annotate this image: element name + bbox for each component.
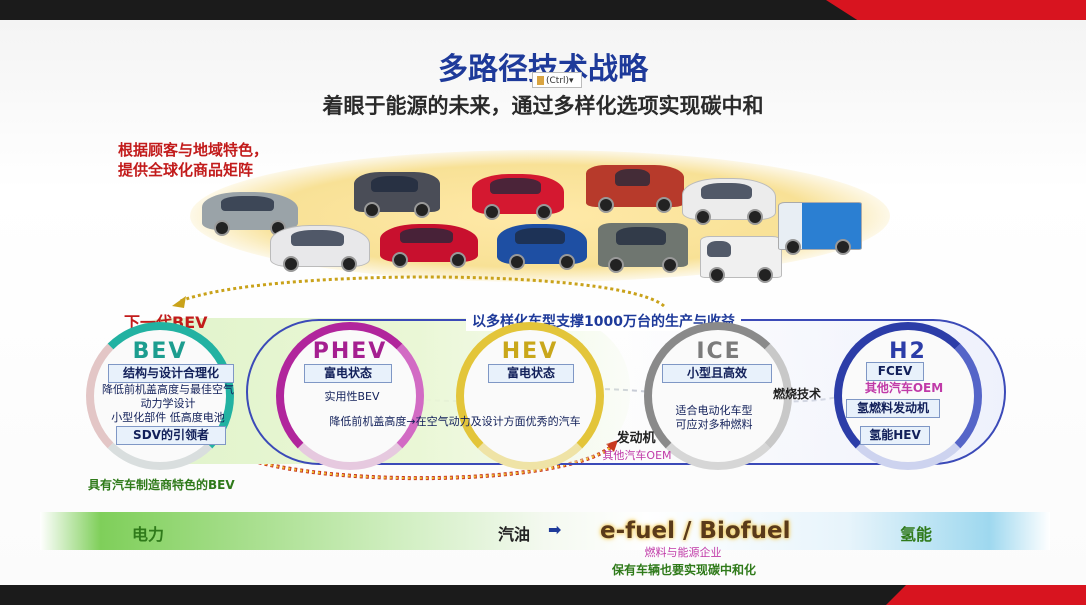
top-bar: [0, 0, 1086, 20]
h2-fcev-tag: FCEV: [866, 362, 924, 381]
hev-ring: [456, 322, 604, 470]
h2-tag-hydrogen-engine: 氢燃料发动机: [846, 399, 940, 418]
phev-ring: [276, 322, 424, 470]
energy-gasoline-label: 汽油: [498, 525, 531, 544]
car-image-suv-grey: [202, 192, 298, 236]
slide-subtitle: 着眼于能源的未来，通过多样化选项实现碳中和: [322, 94, 764, 118]
h2-label: H2: [889, 339, 927, 364]
top-bar-red-accent: [826, 0, 1086, 20]
bottom-bar-red-accent: [886, 585, 1086, 605]
phev-tag-rich-electric: 富电状态: [304, 364, 392, 383]
phev-note: 实用性BEV: [324, 390, 380, 403]
lead-text: 根据顾客与地域特色， 提供全球化商品矩阵: [118, 140, 268, 180]
engine-label: 发动机: [616, 431, 656, 446]
bev-label: BEV: [132, 339, 188, 364]
lead-line-2: 提供全球化商品矩阵: [118, 161, 254, 179]
paste-options-label: (Ctrl)▾: [546, 76, 574, 86]
engine-oem-label: 其他汽车OEM: [602, 449, 672, 462]
efuel-note: 燃料与能源企业: [644, 546, 722, 559]
ice-tag-compact: 小型且高效: [662, 364, 772, 383]
arrow-right-icon: ➡: [548, 520, 562, 539]
hev-tag-rich-electric: 富电状态: [488, 364, 574, 383]
h2-oem-label: 其他汽车OEM: [864, 381, 944, 395]
h2-ring: [834, 322, 982, 470]
bev-note-2: 动力学设计: [140, 397, 196, 410]
shared-aero-note: 降低前机盖高度→在空气动力及设计方面优秀的汽车: [329, 415, 581, 428]
bottom-bar: [0, 585, 1086, 605]
ice-note-2: 可应对多种燃料: [675, 418, 753, 431]
energy-electric-label: 电力: [132, 525, 165, 544]
bev-tag-structure: 结构与设计合理化: [108, 364, 234, 383]
car-image-pickup-red: [586, 165, 684, 213]
bev-note-3: 小型化部件 低高度电池: [111, 411, 225, 424]
carbon-neutral-note: 保有车辆也要实现碳中和化: [611, 563, 756, 577]
h2-tag-hydrogen-hev: 氢能HEV: [860, 426, 930, 445]
bev-note-1: 降低前机盖高度与最佳空气: [102, 383, 234, 396]
phev-label: PHEV: [312, 339, 388, 364]
bev-tag-sdv: SDV的引领者: [116, 426, 226, 445]
car-image-van-dark: [354, 172, 440, 218]
clipboard-icon: [537, 76, 544, 85]
car-image-crossover-white: [270, 225, 370, 272]
ice-label: ICE: [696, 339, 742, 364]
car-image-sedan-red: [380, 224, 478, 268]
car-image-sport-white: [682, 178, 776, 225]
car-image-suv-blue: [497, 224, 587, 270]
lead-line-1: 根据顾客与地域特色，: [118, 141, 269, 159]
energy-band: [40, 512, 1050, 550]
car-image-offroad-grey: [598, 223, 688, 273]
hev-label: HEV: [501, 339, 559, 364]
bev-ring: [86, 322, 234, 470]
combustion-tech-label: 燃烧技术: [772, 387, 821, 401]
car-image-hatch-red: [472, 174, 564, 220]
bev-brand-note: 具有汽车制造商特色的BEV: [88, 478, 235, 492]
car-image-truck-white: [700, 236, 782, 283]
paste-options-popup[interactable]: (Ctrl)▾: [532, 72, 582, 88]
energy-hydrogen-label: 氢能: [900, 525, 933, 544]
efuel-biofuel-label: e-fuel / Biofuel: [600, 518, 791, 544]
ice-ring: [644, 322, 792, 470]
car-image-fcev-truck: [778, 202, 862, 255]
ice-note-1: 适合电动化车型: [675, 404, 753, 417]
